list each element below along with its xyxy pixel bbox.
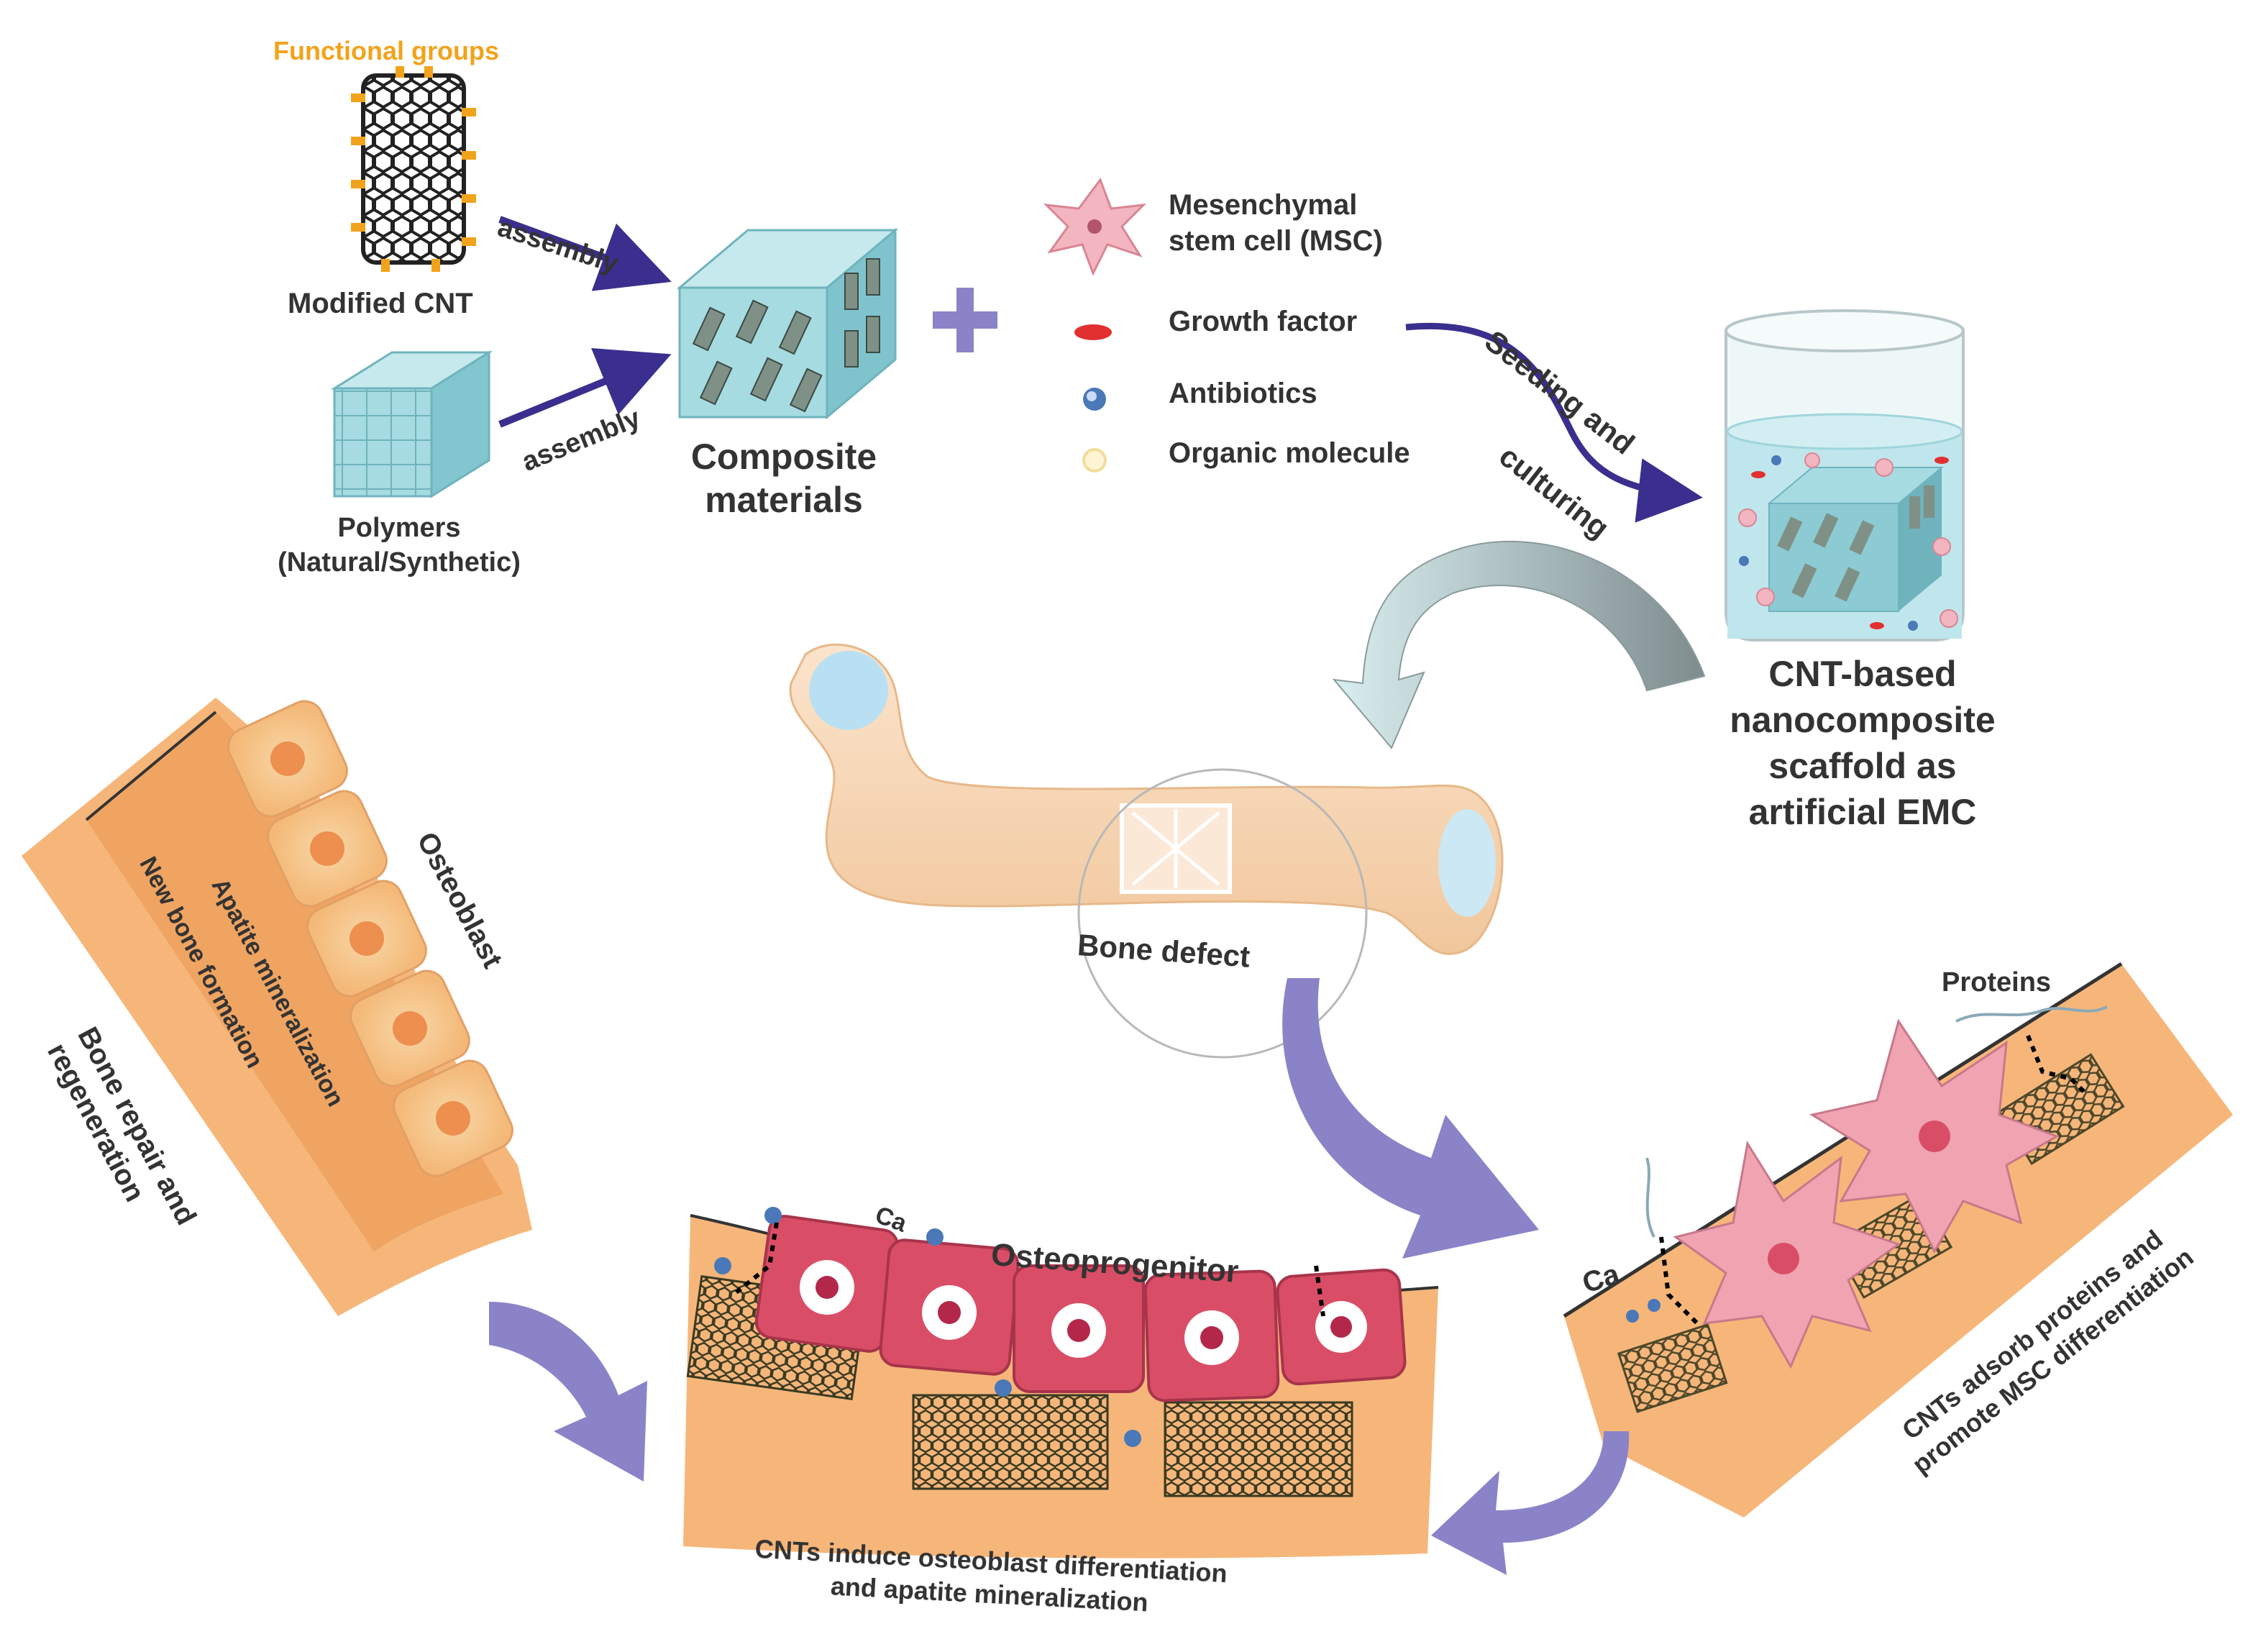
legend-growth-factor-label: Growth factor — [1169, 306, 1358, 337]
composite-line-2: materials — [705, 480, 863, 520]
bone-repair-panel — [22, 698, 532, 1316]
msc-tissue-panel — [1563, 962, 2233, 1518]
antibiotic-icon — [1083, 388, 1106, 411]
seeding-arrow — [1405, 322, 1703, 523]
osteoblast-arrow — [489, 1302, 647, 1482]
bone-to-msc-arrow — [1282, 978, 1539, 1259]
legend-organic-molecule-label: Organic molecule — [1169, 437, 1410, 469]
growth-factor-icon — [1074, 324, 1112, 340]
scaffold-line-2: nanocomposite — [1730, 700, 1996, 740]
polymers-line-2: (Natural/Synthetic) — [278, 547, 521, 578]
msc-to-osteoprogenitor-arrow — [1431, 1431, 1630, 1575]
legend-antibiotics-label: Antibiotics — [1169, 378, 1317, 409]
msc-cell-icon — [1043, 177, 1147, 276]
polymers-line-1: Polymers — [337, 513, 461, 543]
bone-icon — [789, 643, 1504, 1059]
proteins-label: Proteins — [1942, 967, 2052, 998]
implant-arrow — [1332, 540, 1706, 749]
polymers-label: Polymers (Natural/Synthetic) — [237, 511, 561, 580]
scaffold-beaker-icon — [1724, 309, 1965, 642]
osteoprogenitor-panel — [683, 1207, 1439, 1559]
organic-molecule-icon — [1082, 448, 1107, 473]
composite-line-1: Composite — [690, 437, 877, 477]
assembly-arrows — [498, 216, 672, 428]
modified-cnt-label: Modified CNT — [288, 288, 473, 319]
legend-msc-label: Mesenchymal stem cell (MSC) — [1169, 187, 1383, 259]
composite-cube-icon — [676, 227, 899, 420]
polymer-cube-icon — [330, 350, 493, 498]
scaffold-line-4: artificial EMC — [1748, 792, 1977, 832]
scaffold-label: CNT-based nanocomposite scaffold as arti… — [1676, 651, 2050, 835]
functional-groups-label: Functional groups — [273, 36, 499, 65]
legend-msc-line-2: stem cell (MSC) — [1169, 225, 1383, 257]
scaffold-line-3: scaffold as — [1768, 746, 1957, 786]
composite-materials-label: Composite materials — [640, 435, 928, 521]
legend-msc-line-1: Mesenchymal — [1169, 189, 1358, 221]
modified-cnt-icon — [351, 66, 476, 272]
plus-icon — [933, 288, 997, 352]
scaffold-line-1: CNT-based — [1768, 654, 1957, 694]
